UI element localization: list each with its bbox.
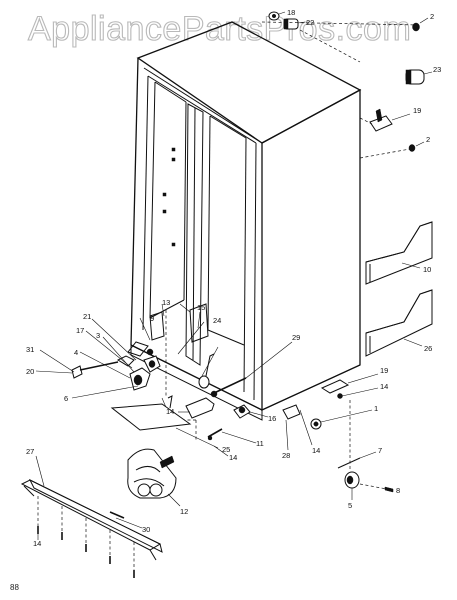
- center-lower-parts: [157, 303, 293, 457]
- callout-26: 26: [424, 344, 432, 353]
- callout-19-bottom: 19: [380, 366, 388, 375]
- callout-24: 24: [213, 316, 221, 325]
- callout-21: 21: [83, 312, 91, 321]
- callout-6: 6: [64, 394, 68, 403]
- callout-25: 25: [222, 445, 230, 454]
- callout-4: 4: [74, 348, 78, 357]
- callout-1: 1: [374, 404, 378, 413]
- callout-15: 15: [197, 303, 205, 312]
- callout-22: 22: [306, 18, 314, 27]
- callout-14-e: 14: [33, 539, 41, 548]
- callout-28: 28: [282, 451, 290, 460]
- side-panel-10: [365, 221, 433, 285]
- callout-29: 29: [292, 333, 300, 342]
- callout-16: 16: [268, 414, 276, 423]
- page-number: 88: [10, 583, 19, 592]
- callout-labels: 18 22 2 23 19 2 10 26 21 17 3 31 4 20 6 …: [26, 8, 441, 548]
- callout-10: 10: [423, 265, 431, 274]
- callout-13: 13: [162, 298, 170, 307]
- callout-19-top: 19: [413, 106, 421, 115]
- hinge-bracket-19: [369, 108, 393, 132]
- callout-14-a: 14: [166, 407, 174, 416]
- callout-30: 30: [142, 525, 150, 534]
- callout-11: 11: [256, 439, 264, 448]
- callout-14-b: 14: [229, 453, 237, 462]
- callout-8: 8: [396, 486, 400, 495]
- side-panel-26: [365, 289, 433, 357]
- callout-17: 17: [76, 326, 84, 335]
- callout-12: 12: [180, 507, 188, 516]
- top-hinge-parts: [261, 11, 433, 159]
- callout-14-c: 14: [380, 382, 388, 391]
- callout-9: 9: [150, 314, 154, 323]
- callout-31: 31: [26, 345, 34, 354]
- callout-2-mid: 2: [426, 135, 430, 144]
- watermark-logo: AppliancePartsPros.com: [27, 10, 412, 48]
- callout-5: 5: [348, 501, 352, 510]
- cabinet-shell: [130, 21, 362, 421]
- callout-27: 27: [26, 447, 34, 456]
- callout-7: 7: [378, 446, 382, 455]
- drain-trap-12: [109, 448, 181, 529]
- callout-23: 23: [433, 65, 441, 74]
- callout-2-top: 2: [430, 12, 434, 21]
- callout-14-d: 14: [312, 446, 320, 455]
- drip-tray-25: [110, 403, 219, 449]
- callout-18: 18: [287, 8, 295, 17]
- callout-20: 20: [26, 367, 34, 376]
- lower-right-brackets: [282, 373, 394, 500]
- hinge-cap-23: [405, 69, 425, 85]
- callout-3: 3: [96, 331, 100, 340]
- lower-left-assembly: [35, 303, 173, 413]
- kickplate-27: [20, 455, 163, 578]
